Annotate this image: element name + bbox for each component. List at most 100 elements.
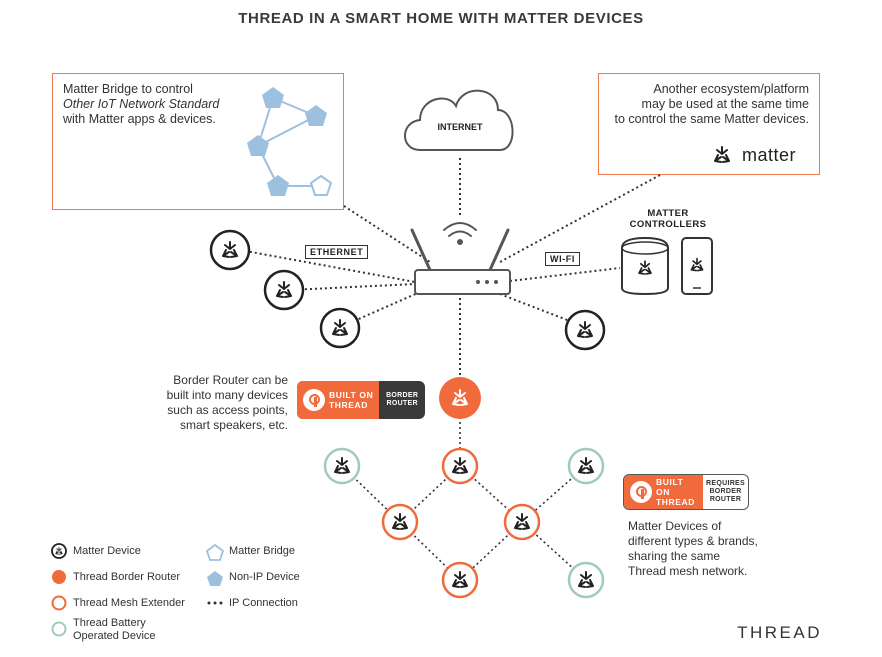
eco-line-2: may be used at the same time [641, 97, 809, 111]
eco-line-3: to control the same Matter devices. [614, 112, 809, 126]
badge-side: REQUIRES BORDER ROUTER [703, 475, 748, 509]
bridge-line-1: Matter Bridge to control [63, 82, 193, 96]
legend-label: Thread Border Router [73, 571, 180, 583]
ip-connection-lines [239, 158, 661, 380]
border-router-note: Border Router can be built into many dev… [140, 373, 288, 433]
matter-device-icon [263, 269, 305, 311]
built-on-thread-requires-border-router-badge: BUILT ON THREAD REQUIRES BORDER ROUTER [623, 474, 749, 510]
internet-label: INTERNET [438, 122, 484, 132]
legend-battery-line-2: Operated Device [73, 630, 156, 642]
devices-note-line-2: different types & brands, [628, 534, 758, 548]
wifi-link-1 [509, 267, 621, 282]
legend-label: Thread Battery Operated Device [73, 617, 156, 643]
matter-logo-text: matter [742, 144, 797, 165]
bridge-line-3: with Matter apps & devices. [63, 112, 216, 126]
devices-note-line-4: Thread mesh network. [628, 564, 748, 578]
badge-side-line-3: ROUTER [709, 496, 742, 503]
legend-ip-connection-icon [207, 601, 223, 605]
thread-battery-device-icon [567, 561, 605, 599]
badge-side-line-2: ROUTER [386, 400, 418, 407]
badge-main: BUILT ON THREAD [297, 381, 380, 419]
badge-main: BUILT ON THREAD [624, 475, 704, 509]
thread-border-router-icon [439, 377, 481, 419]
bridge-network [247, 87, 333, 196]
matter-device-icon [319, 307, 361, 349]
phone-icon [681, 237, 713, 295]
wifi-link-2 [499, 293, 581, 326]
badge-line-2: THREAD [656, 497, 696, 507]
badge-line-1: BUILT ON [329, 390, 374, 400]
legend-mesh-extender: Thread Mesh Extender [73, 597, 185, 610]
border-note-line-2: built into many devices [166, 388, 288, 402]
ecosystem-box: Another ecosystem/platform may be used a… [598, 73, 820, 175]
thread-battery-device-icon [567, 447, 605, 485]
non-ip-device-pentagon [262, 87, 284, 108]
matter-controllers-label: MATTER CONTROLLERS [628, 208, 708, 230]
controllers-line-2: CONTROLLERS [629, 219, 707, 230]
smart-speaker-icon [621, 236, 669, 296]
legend-matter-bridge-icon [205, 543, 225, 561]
matter-logo-icon [714, 146, 730, 163]
thread-mesh-extender-icon [381, 503, 419, 541]
border-note-line-4: smart speakers, etc. [179, 418, 288, 432]
legend-border-router: Thread Border Router [73, 571, 180, 584]
eco-line-1: Another ecosystem/platform [653, 82, 809, 96]
matter-bridge-pentagon [309, 174, 333, 196]
legend-matter-device: Matter Device [73, 545, 141, 558]
matter-bridge-box: Matter Bridge to control Other IoT Netwo… [52, 73, 344, 210]
controllers-line-1: MATTER [647, 208, 689, 219]
thread-battery-device-icon [323, 447, 361, 485]
legend-label: Matter Bridge [229, 545, 296, 557]
matter-device-icon [564, 309, 606, 351]
thread-logo-icon [303, 389, 325, 411]
devices-note: Matter Devices of different types & bran… [628, 519, 758, 579]
non-ip-device-pentagon [267, 175, 289, 196]
wifi-signal-icon [443, 222, 477, 245]
wifi-label: WI-FI [545, 252, 580, 266]
ecosystem-link [499, 174, 661, 263]
router-icon [410, 228, 511, 295]
devices-note-line-1: Matter Devices of [628, 519, 722, 533]
legend-battery-line-1: Thread Battery [73, 617, 146, 629]
ethernet-label: ETHERNET [305, 245, 369, 259]
badge-side-line-2: BORDER [709, 488, 742, 495]
page-title: THREAD IN A SMART HOME WITH MATTER DEVIC… [238, 10, 644, 27]
legend-label: IP Connection [229, 597, 298, 609]
legend-label: Matter Device [73, 545, 141, 557]
legend-border-router-icon [52, 570, 66, 584]
legend-mesh-extender-icon [51, 595, 67, 611]
non-ip-device-pentagon [305, 105, 327, 126]
legend-matter-device-icon [51, 543, 67, 559]
bridge-link [343, 205, 431, 263]
thread-mesh-extender-icon [441, 447, 479, 485]
non-ip-device-pentagon [247, 135, 269, 156]
legend-label: Non-IP Device [229, 571, 300, 583]
badge-side-line-1: BORDER [386, 392, 419, 399]
devices-note-line-3: sharing the same [628, 549, 721, 563]
built-on-thread-border-router-badge: BUILT ON THREAD BORDER ROUTER [297, 381, 425, 419]
ecosystem-description: Another ecosystem/platform may be used a… [614, 82, 809, 127]
ethernet-link-3 [344, 291, 421, 326]
bridge-description: Matter Bridge to control Other IoT Netwo… [63, 82, 219, 127]
legend-ip-connection: IP Connection [229, 597, 298, 610]
badge-side-line-1: REQUIRES [706, 480, 745, 487]
badge-line-2: THREAD [329, 400, 369, 410]
legend-label: Thread Mesh Extender [73, 597, 185, 609]
legend-battery-device: Thread Battery Operated Device [73, 617, 156, 643]
thread-brand-logo: THREAD [737, 623, 822, 642]
thread-mesh-extender-icon [441, 561, 479, 599]
thread-mesh-extender-icon [503, 503, 541, 541]
legend-matter-bridge: Matter Bridge [229, 545, 295, 558]
legend-non-ip-device-icon [207, 571, 223, 586]
thread-mesh-lines [341, 417, 587, 581]
internet-cloud [404, 89, 514, 151]
thread-logo-icon [630, 481, 652, 503]
bridge-line-2: Other IoT Network Standard [63, 97, 220, 111]
legend-battery-device-icon [51, 621, 67, 637]
matter-device-icon [209, 229, 251, 271]
border-note-line-1: Border Router can be [173, 373, 288, 387]
badge-side: BORDER ROUTER [379, 381, 425, 419]
badge-line-1: BUILT ON [656, 477, 684, 497]
border-note-line-3: such as access points, [167, 403, 288, 417]
